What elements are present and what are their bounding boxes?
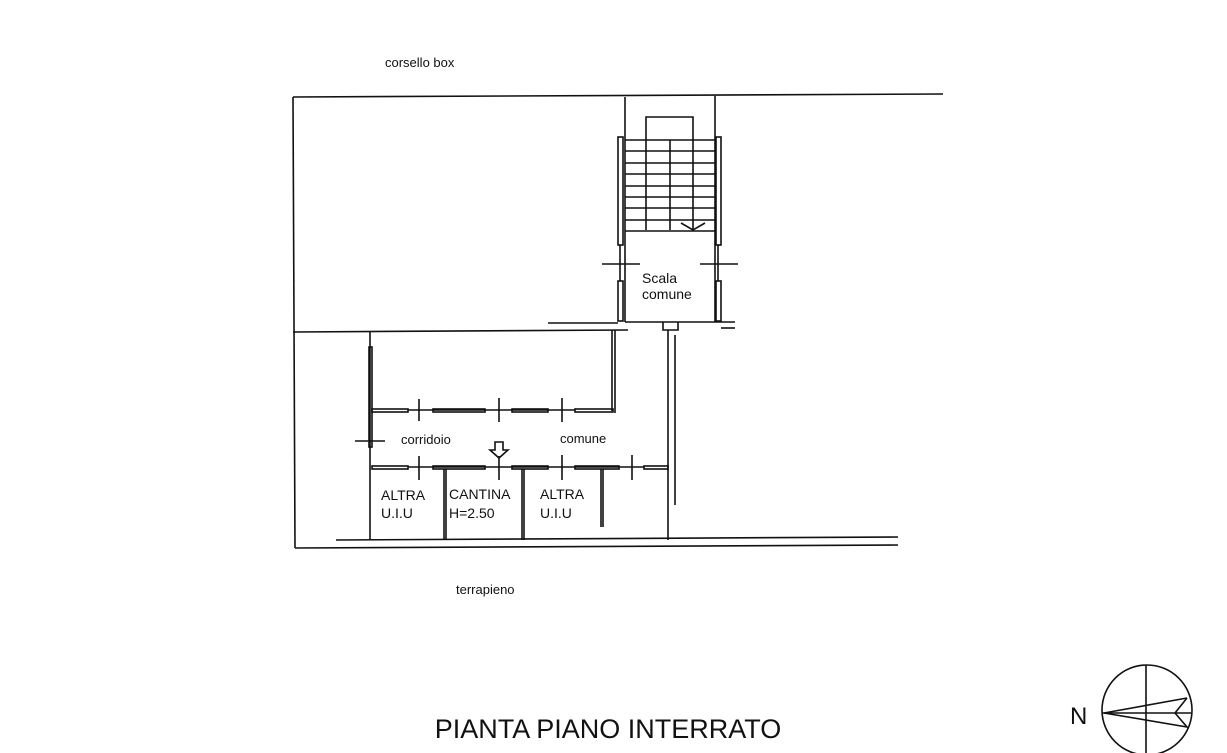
north-compass-icon: N [1070, 664, 1193, 753]
compass-north-label: N [1070, 703, 1087, 730]
label-corridoio: corridoio [401, 432, 451, 447]
stair-treads [625, 139, 715, 232]
label-corsello-box: corsello box [385, 55, 455, 70]
label-room1-sub: U.I.U [381, 505, 413, 521]
label-scala: Scala [642, 270, 677, 286]
label-room3-sub: U.I.U [540, 505, 572, 521]
label-room1-title: ALTRA [381, 487, 426, 503]
label-cantina: CANTINA [449, 486, 511, 502]
stair-arrow-icon [680, 222, 706, 231]
label-cantina-height: H=2.50 [449, 505, 495, 521]
label-room3-title: ALTRA [540, 486, 585, 502]
walls [292, 93, 944, 549]
label-terrapieno: terrapieno [456, 582, 515, 597]
plan-title: PIANTA PIANO INTERRATO [435, 714, 782, 744]
entrance-arrow-icon [487, 441, 511, 460]
label-scala-comune: comune [642, 286, 692, 302]
label-comune: comune [560, 431, 606, 446]
room-labels: corsello box terrapieno Scala comune cor… [381, 55, 692, 597]
